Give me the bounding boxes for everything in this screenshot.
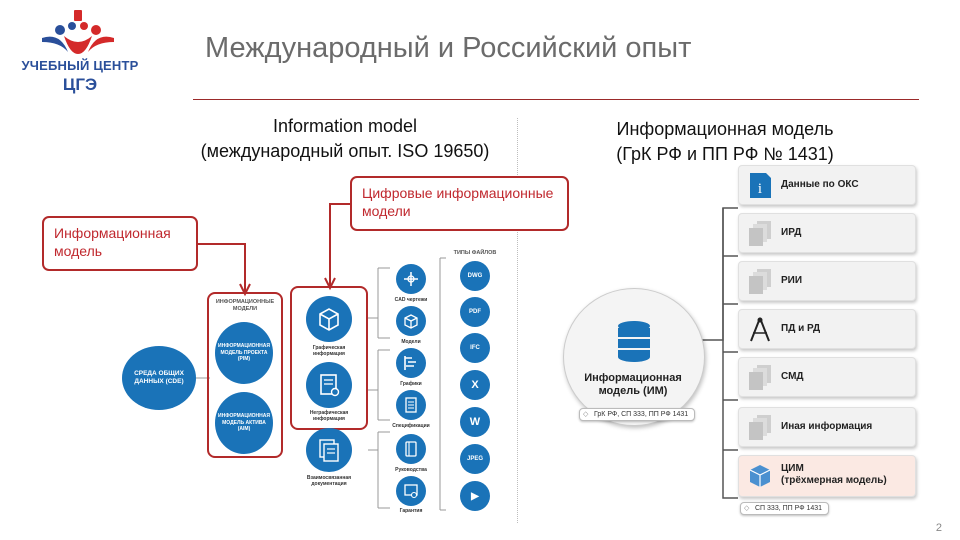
item-label: РИИ [781, 275, 803, 286]
logo-line1: УЧЕБНЫЙ ЦЕНТР [21, 58, 139, 73]
database-icon [618, 321, 650, 362]
file-type-ifc-icon: IFC [460, 333, 490, 363]
cde-label: СРЕДА ОБЩИХ ДАННЫХ (CDE) [134, 370, 184, 385]
item-other-info: Иная информация [738, 407, 916, 447]
bottom-tag: СП 333, ПП РФ 1431 [740, 502, 830, 515]
item-pd-rd: ПД и РД [738, 309, 916, 349]
page-number: 2 [935, 522, 942, 534]
file-type-jpeg-icon: JPEG [460, 444, 490, 474]
page-title: Международный и Российский опыт [205, 32, 692, 64]
cad-drawing-icon [404, 272, 418, 286]
document-stack-icon [749, 269, 771, 294]
logo-emblem-icon [42, 10, 114, 54]
related-docs-label: Взаимосвязанная документация [306, 475, 352, 487]
item-oks-data: i Данные по ОКС [738, 165, 916, 205]
item-label: ПД и РД [781, 323, 821, 334]
item-cim: ЦИМ (трёхмерная модель) [738, 455, 916, 497]
svg-text:i: i [758, 181, 762, 197]
item-rii: РИИ [738, 261, 916, 301]
item-label: ЦИМ (трёхмерная модель) [781, 463, 887, 486]
sub-label-manuals: Руководства [395, 467, 427, 473]
model-cube-icon [404, 314, 418, 329]
callout-digital-information-models: Цифровые информационные модели [350, 176, 569, 231]
models-title: ИНФОРМАЦИОННЫЕ МОДЕЛИ [215, 299, 275, 312]
manual-book-icon [405, 441, 417, 457]
warranty-circle [396, 476, 426, 506]
documents-stack-icon [319, 439, 339, 462]
document-stack-icon [749, 365, 771, 390]
left-heading-line2: (международный опыт. ISO 19650) [200, 141, 490, 161]
right-heading: Информационная модель (ГрК РФ и ПП РФ № … [545, 117, 905, 167]
specification-list-icon [405, 397, 417, 413]
warranty-certificate-icon [404, 484, 418, 499]
manuals-circle [396, 434, 426, 464]
im-center-label: Информационная модель (ИМ) [573, 372, 693, 398]
models-frame [207, 292, 283, 458]
document-gear-icon [320, 374, 340, 397]
graphic-label: Графическая информация [312, 345, 346, 357]
file-type-pdf-icon: PDF [460, 297, 490, 327]
nongraphic-label: Неграфическая информация [309, 410, 349, 422]
right-heading-line1: Информационная модель [616, 119, 834, 139]
right-heading-line2: (ГрК РФ и ПП РФ № 1431) [616, 144, 834, 164]
item-label: СМД [781, 371, 804, 382]
cube-3d-icon [749, 465, 771, 487]
section-divider [517, 118, 518, 523]
related-docs-circle [306, 428, 352, 472]
file-type-excel-icon: X [460, 370, 490, 400]
sub-label-models: Модели [401, 339, 421, 345]
sub-label-warranty: Гарантия [399, 508, 423, 514]
logo-text: УЧЕБНЫЙ ЦЕНТР ЦГЭ [0, 58, 160, 95]
cube-2d-3d-icon [319, 308, 339, 331]
sub-label-cad: CAD чертежи [394, 297, 428, 303]
file-types-title: ТИПЫ ФАЙЛОВ [453, 250, 497, 256]
compass-drafting-icon [750, 317, 770, 342]
im-center-line2: модель (ИМ) [598, 385, 668, 397]
nongraphic-circle [306, 362, 352, 408]
sub-label-specs: Спецификации [392, 423, 430, 429]
item-label: ИРД [781, 227, 802, 238]
pim-circle: ИНФОРМАЦИОННАЯ МОДЕЛЬ ПРОЕКТА (PIM) [215, 322, 273, 384]
logo [38, 8, 118, 56]
file-type-video-icon: ▶ [460, 481, 490, 511]
im-center-line1: Информационная [584, 372, 682, 384]
title-rule [193, 99, 919, 100]
left-heading-line1: Information model [272, 116, 418, 136]
cde-circle: СРЕДА ОБЩИХ ДАННЫХ (CDE) [122, 346, 196, 410]
pim-label: ИНФОРМАЦИОННАЯ МОДЕЛЬ ПРОЕКТА (PIM) [218, 343, 270, 363]
specs-circle [396, 390, 426, 420]
graphic-circle [306, 296, 352, 342]
item-ird: ИРД [738, 213, 916, 253]
models-circle [396, 306, 426, 336]
aim-circle: ИНФОРМАЦИОННАЯ МОДЕЛЬ АКТИВА (AIM) [215, 392, 273, 454]
item-label: Иная информация [781, 421, 873, 432]
schedules-circle [396, 348, 426, 378]
logo-line2: ЦГЭ [62, 75, 98, 94]
file-type-word-icon: W [460, 407, 490, 437]
document-stack-icon [749, 221, 771, 246]
callout-information-model: Информационная модель [42, 216, 198, 271]
cad-circle [396, 264, 426, 294]
left-heading: Information model (международный опыт. I… [160, 114, 530, 164]
sub-label-schedules: Графики [400, 381, 422, 387]
im-center-tag: ГрК РФ, СП 333, ПП РФ 1431 [579, 408, 696, 421]
gantt-chart-icon [404, 356, 416, 370]
item-label: Данные по ОКС [781, 179, 859, 190]
document-stack-icon [749, 415, 771, 440]
file-type-dwg-icon: DWG [460, 261, 490, 291]
aim-label: ИНФОРМАЦИОННАЯ МОДЕЛЬ АКТИВА (AIM) [218, 413, 270, 433]
item-smd: СМД [738, 357, 916, 397]
info-document-icon: i [750, 173, 771, 198]
